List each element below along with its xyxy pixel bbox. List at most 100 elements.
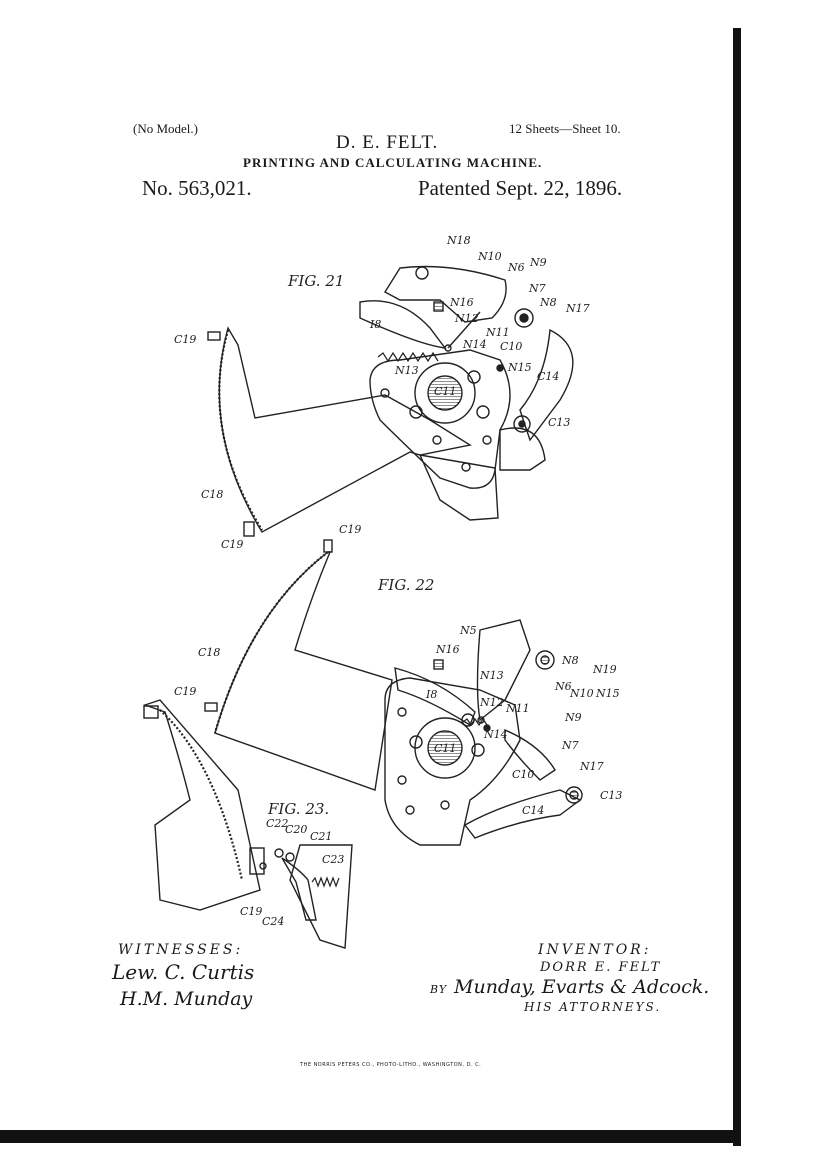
fig21-stud-c13-core [518,420,526,428]
fig22-hole [440,800,450,810]
witness-signature-1: Lew. C. Curtis [112,960,255,984]
fig22-label-c19-mid: C19 [174,685,196,698]
fig21-hole [476,405,490,419]
fig21-label-n15: N15 [507,361,532,374]
fig22-main-plate [384,677,521,846]
figure-21: FIG. 21 [174,234,590,551]
fig21-label-n13: N13 [394,364,419,377]
fig21-link [447,311,481,349]
fig21-label: FIG. 21 [287,272,344,290]
fig21-pin-c19-top [207,331,221,341]
fig22-hole [405,805,415,815]
fig23-spring-c23 [311,876,340,888]
attorneys-signature: Munday, Evarts & Adcock. [454,976,710,998]
fig21-spring-n13 [377,351,439,363]
fig23-label-c20: C20 [285,823,307,836]
fig21-label-n12: N12 [454,312,479,325]
patent-title: PRINTING AND CALCULATING MACHINE. [243,155,543,170]
figure-22: FIG. 22 [174,523,622,846]
fig22-label-n19: N19 [592,663,617,676]
fig23-pin-c21 [285,852,295,862]
fig22-roller-n8-core [540,655,550,665]
fig22-label-c18: C18 [198,646,220,659]
fig21-label-c11: C11 [434,385,456,398]
fig21-shaft-c11 [427,375,463,411]
fig21-pivot [415,266,429,280]
fig21-label-c19-top: C19 [174,333,196,346]
fig22-stud-c13-core [569,790,579,800]
fig21-label-n10: N10 [477,250,502,263]
attorneys-label: HIS ATTORNEYS. [524,1000,662,1014]
fig22-sector-teeth [213,551,329,734]
page-border-right [733,28,741,1146]
fig21-label-n8: N8 [539,296,557,309]
fig22-pin-c19-top [323,539,333,553]
fig23-pin-c19-top [143,705,159,719]
fig22-pivot [477,716,485,724]
fig21-pin-n15 [496,364,504,372]
fig22-hole [397,775,407,785]
fig21-label-c10: C10 [500,340,522,353]
page-border-bottom [0,1130,741,1143]
fig22-arm-i8 [394,667,476,727]
fig22-label-n6: N6 [554,680,572,693]
fig23-label-c21: C21 [310,830,332,843]
patent-number: No. 563,021. [142,176,252,200]
fig21-roller-n8-core [519,313,529,323]
witness-signature-2: H.M. Munday [120,988,253,1010]
fig21-label-n14: N14 [462,338,487,351]
fig21-label-n17: N17 [565,302,590,315]
fig23-label-c24: C24 [262,915,284,928]
fig22-shaft-c11 [427,730,463,766]
fig21-label-c19-bottom: C19 [221,538,243,551]
fig21-hole [461,462,471,472]
fig21-label-i8: I8 [369,318,381,331]
fig21-right-plate [499,427,546,471]
fig21-hole [432,435,442,445]
fig23-label-c23: C23 [322,853,344,866]
inventor-signature: DORR E. FELT [540,960,662,975]
model-note: (No Model.) [133,121,198,136]
fig23-lever-c24 [281,857,317,921]
fig22-label: FIG. 22 [377,576,434,594]
fig23-pivot [259,862,267,870]
fig21-label-n16: N16 [449,296,474,309]
fig21-lower-plate [418,454,499,521]
fig22-label-n14: N14 [483,728,508,741]
fig23-label: FIG. 23. [267,800,329,818]
fig21-label-c18: C18 [201,488,223,501]
fig22-label-n13: N13 [479,669,504,682]
fig22-sector-c18 [214,551,393,791]
fig22-spring [462,717,488,727]
fig22-label-n9: N9 [564,711,582,724]
fig22-roller-n8 [535,650,555,670]
fig22-stud-c13 [565,786,583,804]
fig21-upper-frame [384,265,507,323]
fig21-hole [467,370,481,384]
fig22-lever-n5 [476,619,531,722]
fig22-pawl-n7 [504,728,556,781]
fig21-hole [482,435,492,445]
fig22-label-c10: C10 [512,768,534,781]
fig22-label-c11: C11 [434,742,456,755]
fig22-label-n11: N11 [505,702,530,715]
fig21-hole [380,388,390,398]
printer-imprint: THE NORRIS PETERS CO., PHOTO-LITHO., WAS… [300,1062,482,1068]
fig21-label-n11: N11 [485,326,510,339]
fig23-label-c22: C22 [266,817,288,830]
fig21-label-c14: C14 [537,370,559,383]
inventor-label: INVENTOR: [538,942,652,958]
fig21-main-plate [369,349,511,489]
figure-23: FIG. 23. C22 C20 C21 C23 C19 C24 [142,699,353,949]
fig22-label-n5: N5 [459,624,477,637]
fig21-sector-c18 [218,326,472,533]
inventor-heading: D. E. FELT. [336,132,439,153]
fig22-hole [397,707,407,717]
fig21-label-n6: N6 [507,261,525,274]
fig22-label-n12: N12 [479,696,504,709]
fig21-hole [409,405,423,419]
fig22-hole [409,735,423,749]
fig22-label-n15: N15 [595,687,620,700]
